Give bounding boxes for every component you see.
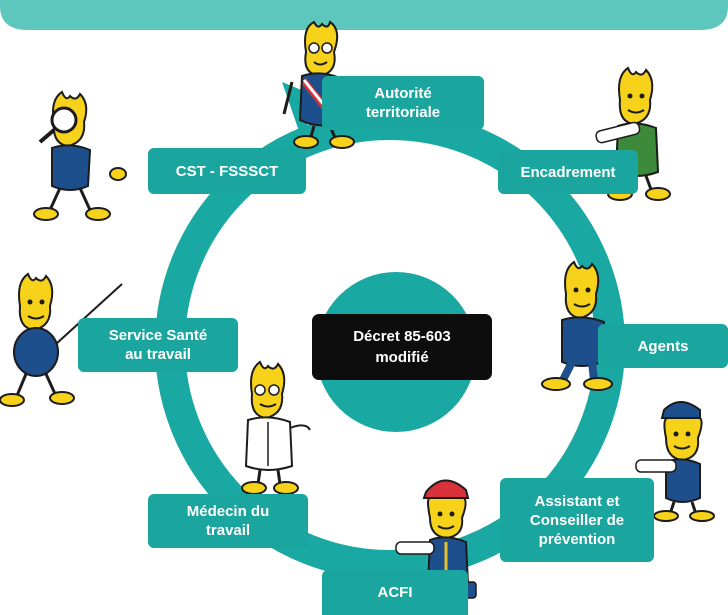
- top-banner: [0, 0, 728, 30]
- center-line2: modifié: [375, 349, 429, 366]
- assistant-line3: prévention: [538, 530, 616, 548]
- autorite-line1: Autorité: [374, 85, 432, 102]
- medecin-line1: Médecin du: [186, 503, 270, 520]
- assistant-line1: Assistant et: [534, 492, 620, 510]
- actor-acfi: ACFI: [322, 570, 468, 615]
- agents-label: Agents: [637, 337, 689, 355]
- actor-autorite-territoriale: Autorité territoriale: [322, 76, 484, 130]
- banner-shape: [0, 0, 728, 30]
- actor-agents: Agents: [598, 324, 728, 368]
- cst-label: CST - FSSSCT: [175, 162, 279, 180]
- autorite-line2: territoriale: [365, 104, 441, 121]
- actor-cst-fsssct: CST - FSSSCT: [148, 148, 306, 194]
- actor-service-sante-travail: Service Santé au travail: [78, 318, 238, 372]
- actor-assistant-conseiller-prevention: Assistant et Conseiller de prévention: [500, 478, 654, 562]
- assistant-line2: Conseiller de: [529, 511, 625, 529]
- center-regulation-box: Décret 85-603 modifié: [312, 314, 492, 380]
- prevention-advisor-figure-icon: [635, 401, 715, 522]
- sante-line2: au travail: [125, 346, 191, 363]
- worker-figure-icon: [541, 260, 613, 391]
- doctor-figure-icon: [241, 360, 311, 495]
- sante-line1: Service Santé: [108, 327, 208, 344]
- actor-medecin-travail: Médecin du travail: [148, 494, 308, 548]
- teacher-figure-icon: [0, 272, 123, 407]
- acfi-label: ACFI: [377, 584, 413, 601]
- actor-encadrement: Encadrement: [498, 150, 638, 194]
- medecin-line2: travail: [205, 522, 251, 539]
- center-line1: Décret 85-603: [353, 328, 451, 345]
- investigator-figure-icon: [33, 90, 127, 221]
- encadrement-label: Encadrement: [520, 163, 616, 181]
